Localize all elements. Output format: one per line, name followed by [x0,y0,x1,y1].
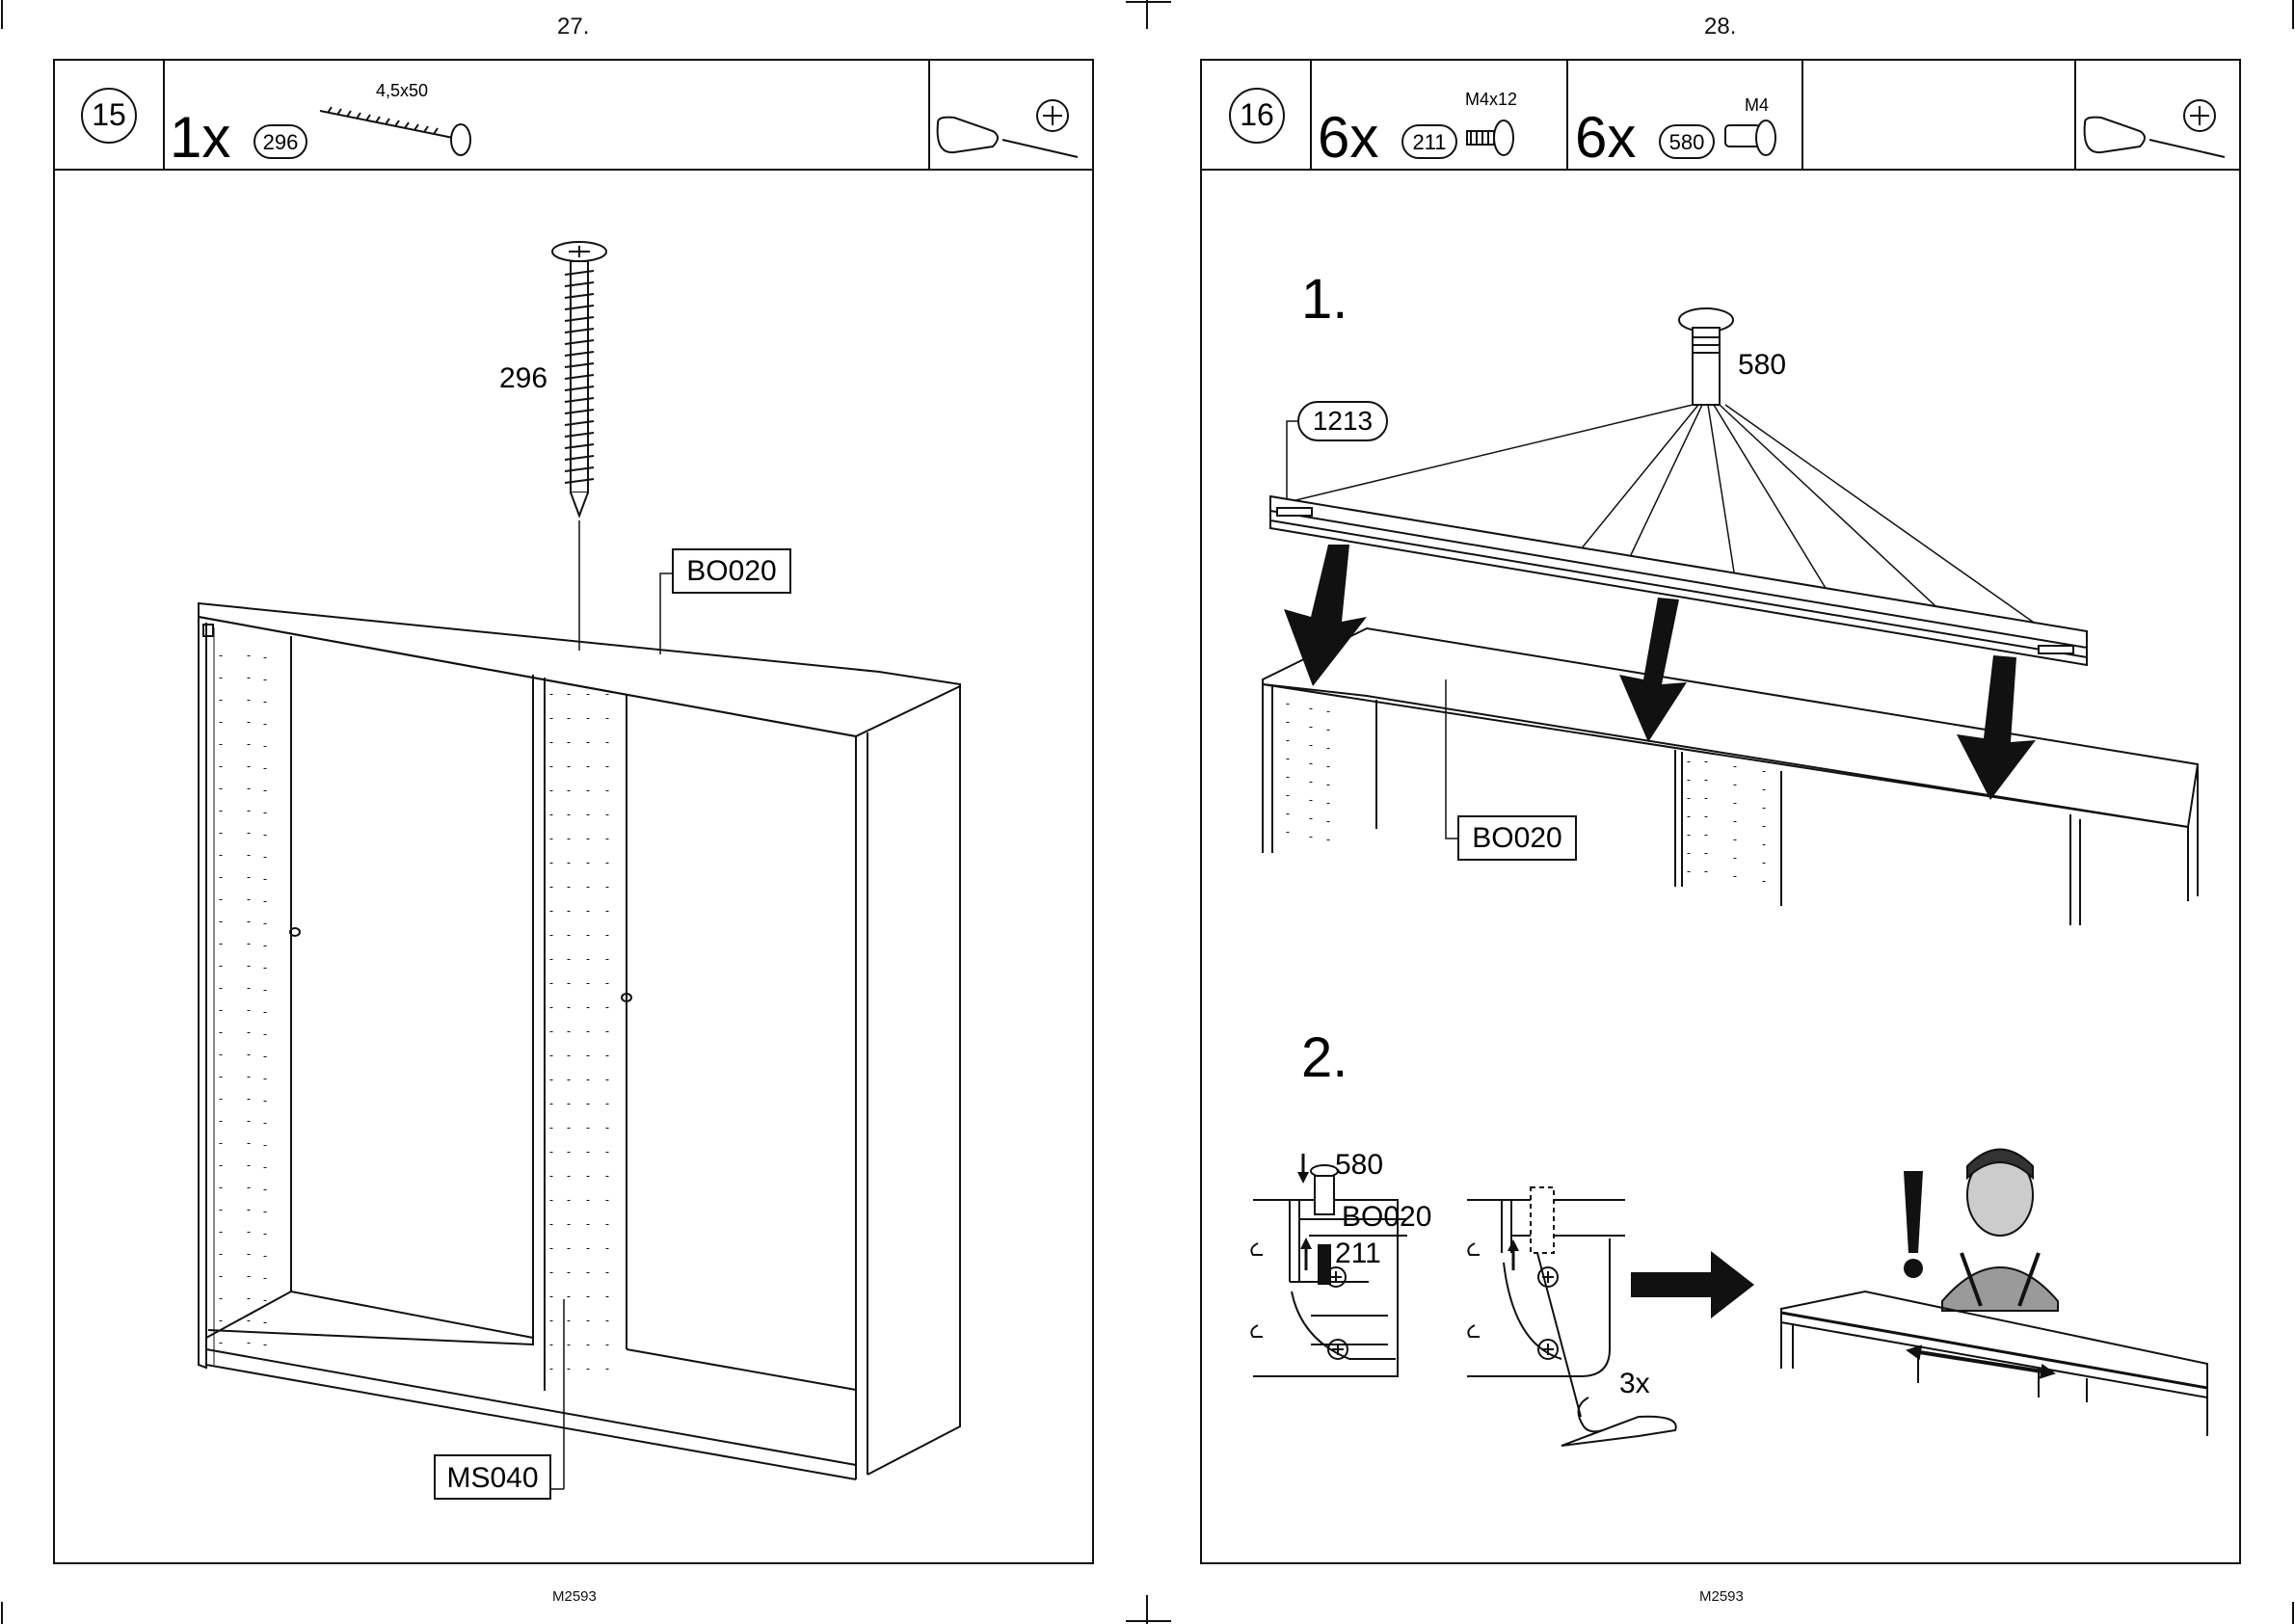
part-580-quantity: 6x [1575,105,1636,170]
screw-296-drawing [552,242,606,651]
screwdriver-icon [938,100,1078,157]
wardrobe-carcass [199,573,960,1489]
screwdriver-icon [2085,100,2225,157]
pin-580-label: 580 [1738,349,1786,381]
bolt-211-icon [1467,120,1513,155]
svg-text:BO020: BO020 [686,555,776,587]
pin-580-drawing [1679,308,1733,405]
part-size-label: 4,5x50 [376,81,428,100]
right-arrow [1631,1251,1754,1318]
svg-text:15: 15 [92,97,126,132]
svg-text:580: 580 [1669,130,1705,154]
turns-label: 3x [1619,1368,1650,1399]
rail-1213-callout: 1213 [1287,402,1387,501]
svg-text:1213: 1213 [1313,406,1373,436]
step-number-15: 15 [82,89,136,143]
substep-1-number: 1. [1301,268,1348,331]
step-number-16: 16 [1230,89,1284,143]
detail-screw-211-label: 211 [1335,1238,1381,1269]
svg-text:211: 211 [1412,130,1446,154]
exclamation-icon [1904,1171,1923,1278]
part-211-badge: 211 [1402,125,1456,158]
panel-bo020-callout: BO020 [1458,816,1576,860]
part-211-quantity: 6x [1318,105,1378,170]
detail-pin-580-label: 580 [1335,1149,1383,1181]
wood-screw-icon [320,107,470,155]
detail-fitting-after [1467,1187,1676,1446]
carcass-top-drawing [1263,628,2198,925]
quantity-label: 1x [170,105,230,170]
assembler-character [1942,1150,2058,1312]
pin-580-icon [1725,120,1775,155]
svg-text:MS040: MS040 [446,1462,538,1494]
measure-arrow [1913,1351,2048,1372]
detail-panel-bo020-label: BO020 [1342,1201,1431,1233]
rail-1213-drawing [1270,496,2087,665]
svg-text:16: 16 [1240,97,1274,132]
panel-bo020-callout: BO020 [673,549,790,593]
part-580-size: M4 [1745,95,1769,115]
part-580-badge: 580 [1660,125,1714,158]
screw-296-label: 296 [499,362,547,394]
substep-2-number: 2. [1301,1026,1348,1089]
panel-ms040-callout: MS040 [435,1455,550,1499]
svg-text:BO020: BO020 [1472,822,1561,854]
part-211-size: M4x12 [1465,90,1517,109]
part-id-badge: 296 [254,125,307,158]
detail-fitting-before [1251,1165,1407,1376]
svg-text:296: 296 [263,130,299,154]
